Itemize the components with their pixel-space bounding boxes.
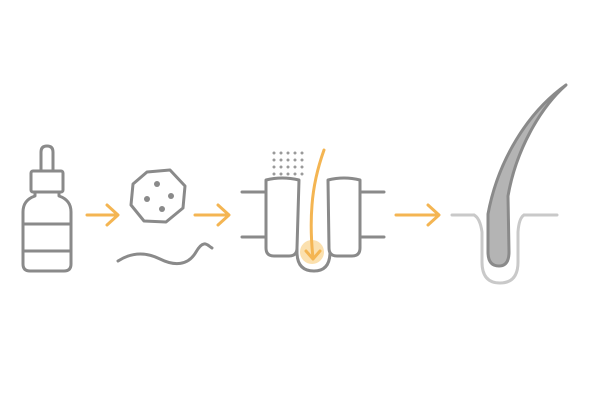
arrow-right-icon — [394, 203, 441, 227]
cell-dot — [168, 193, 174, 199]
wave-line — [116, 242, 214, 266]
follicle-right-wall — [326, 176, 362, 258]
arrow-right-icon — [193, 203, 231, 227]
dropper-bulb — [39, 144, 55, 173]
arrow-right-icon — [85, 203, 120, 227]
hair-strand — [486, 83, 568, 268]
dropper-bottle-icon — [21, 144, 73, 273]
bottle-body — [21, 190, 73, 273]
hair-shaft-line — [309, 148, 326, 260]
cell-dot — [159, 206, 165, 212]
dot-grid — [272, 151, 304, 176]
arrow-down-icon — [304, 249, 322, 261]
cell-outline — [129, 168, 187, 224]
follicle-left-wall — [264, 176, 301, 258]
cell-dot — [144, 196, 150, 202]
cell-molecule-icon — [116, 168, 214, 266]
hair-strand-growth-icon — [450, 83, 568, 285]
dropper-collar — [29, 169, 65, 194]
hair-follicle-cross-section-icon — [240, 148, 386, 273]
follicle-bulb — [295, 234, 332, 273]
follicle-pocket — [472, 213, 526, 285]
cell-dot — [154, 181, 160, 187]
